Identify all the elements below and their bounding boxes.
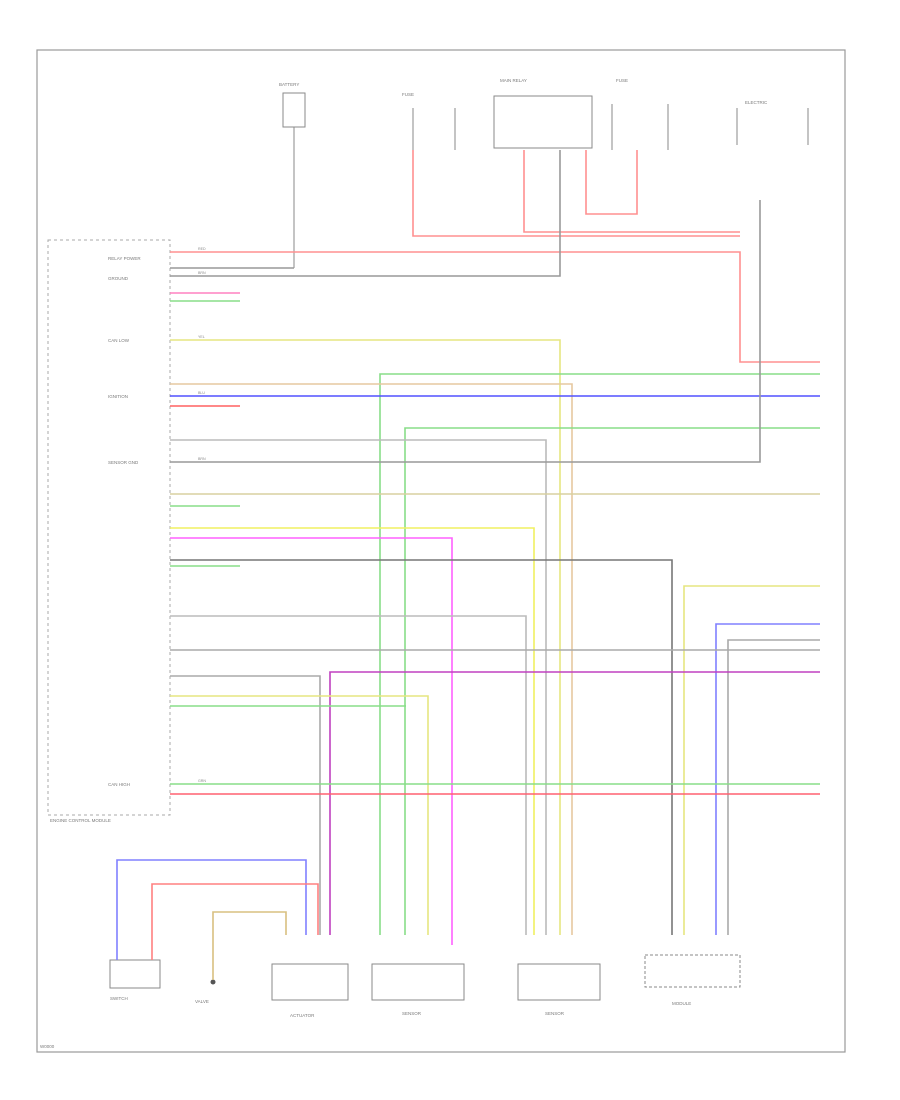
wire-layer bbox=[116, 150, 820, 980]
signal-code-1: RED bbox=[198, 247, 206, 251]
signal-code-5: GRN bbox=[198, 779, 206, 783]
signal-code-6: YEL bbox=[198, 335, 205, 339]
wire-switch-blue bbox=[116, 859, 307, 960]
switch-label: SWITCH bbox=[110, 996, 128, 1001]
fuse-2-label: FUSE bbox=[616, 78, 628, 83]
wire-gray-6 bbox=[170, 675, 321, 935]
valve-label: VALVE bbox=[195, 999, 209, 1004]
electric-label: ELECTRIC bbox=[745, 100, 768, 105]
actuator-label: ACTUATOR bbox=[290, 1013, 315, 1018]
wire-blue-right bbox=[715, 623, 820, 935]
fuse-2-component: FUSE bbox=[611, 78, 669, 150]
signal-code-4: BRN bbox=[198, 457, 206, 461]
diagram-frame bbox=[36, 49, 846, 1053]
wire-relay-gray bbox=[170, 150, 561, 277]
sensor-1-label: SENSOR bbox=[402, 1011, 422, 1016]
diagram-id: W0000 bbox=[40, 1044, 55, 1049]
signal-label-2: IGNITION bbox=[108, 394, 128, 399]
wire-yellow-1 bbox=[170, 339, 561, 935]
battery-component: BATTERY bbox=[279, 82, 306, 268]
fuse-1-component: FUSE bbox=[402, 92, 456, 150]
signal-label-1: RELAY POWER bbox=[108, 256, 141, 261]
ecm-title: ENGINE CONTROL MODULE bbox=[50, 818, 111, 823]
signal-code-3: BRN bbox=[198, 271, 206, 275]
sensor-1-component: SENSOR bbox=[371, 963, 465, 1016]
valve-component: VALVE bbox=[195, 979, 216, 1004]
wire-yellow-2 bbox=[170, 527, 535, 935]
wire-purple bbox=[329, 671, 820, 935]
sensor-2-component: SENSOR bbox=[517, 963, 601, 1016]
signal-code-2: BLU bbox=[198, 391, 205, 395]
signal-label-6: CAN LOW bbox=[108, 338, 130, 343]
wire-valve-yellow bbox=[212, 911, 287, 980]
wire-relay-red-2 bbox=[585, 150, 638, 215]
wire-green-mid bbox=[404, 427, 820, 935]
module-label: MODULE bbox=[672, 1001, 691, 1006]
fuse-1-label: FUSE bbox=[402, 92, 414, 97]
wire-relay-red bbox=[523, 150, 740, 233]
wire-gray-2 bbox=[170, 200, 761, 463]
wire-switch-red bbox=[151, 883, 319, 960]
wire-yellow-4 bbox=[170, 695, 429, 935]
sensor-2-label: SENSOR bbox=[545, 1011, 565, 1016]
signal-label-3: GROUND bbox=[108, 276, 129, 281]
actuator-component: ACTUATOR bbox=[271, 963, 349, 1018]
module-component: MODULE bbox=[644, 954, 741, 1006]
wire-gray-5 bbox=[727, 639, 820, 935]
signal-label-4: SENSOR GND bbox=[108, 460, 139, 465]
wire-gray-3 bbox=[170, 615, 527, 935]
wire-magenta bbox=[170, 537, 453, 945]
main-relay-label: MAIN RELAY bbox=[500, 78, 527, 83]
ecm-signal-labels: RELAY POWER RED IGNITION BLU GROUND BRN … bbox=[108, 247, 206, 787]
wire-darkgray bbox=[170, 559, 673, 935]
signal-label-5: CAN HIGH bbox=[108, 782, 130, 787]
ecm-boundary bbox=[47, 239, 171, 816]
wire-fuse-red bbox=[412, 150, 740, 237]
wire-power-red bbox=[170, 251, 820, 363]
battery-label: BATTERY bbox=[279, 82, 299, 87]
main-relay-component: MAIN RELAY bbox=[493, 78, 593, 149]
electric-component: ELECTRIC bbox=[736, 100, 809, 145]
wire-gray-1 bbox=[170, 439, 547, 935]
switch-component: SWITCH bbox=[109, 959, 161, 1001]
wire-tan-1 bbox=[170, 383, 573, 935]
wire-yellow-3 bbox=[683, 585, 820, 935]
wire-green-long bbox=[379, 373, 820, 935]
